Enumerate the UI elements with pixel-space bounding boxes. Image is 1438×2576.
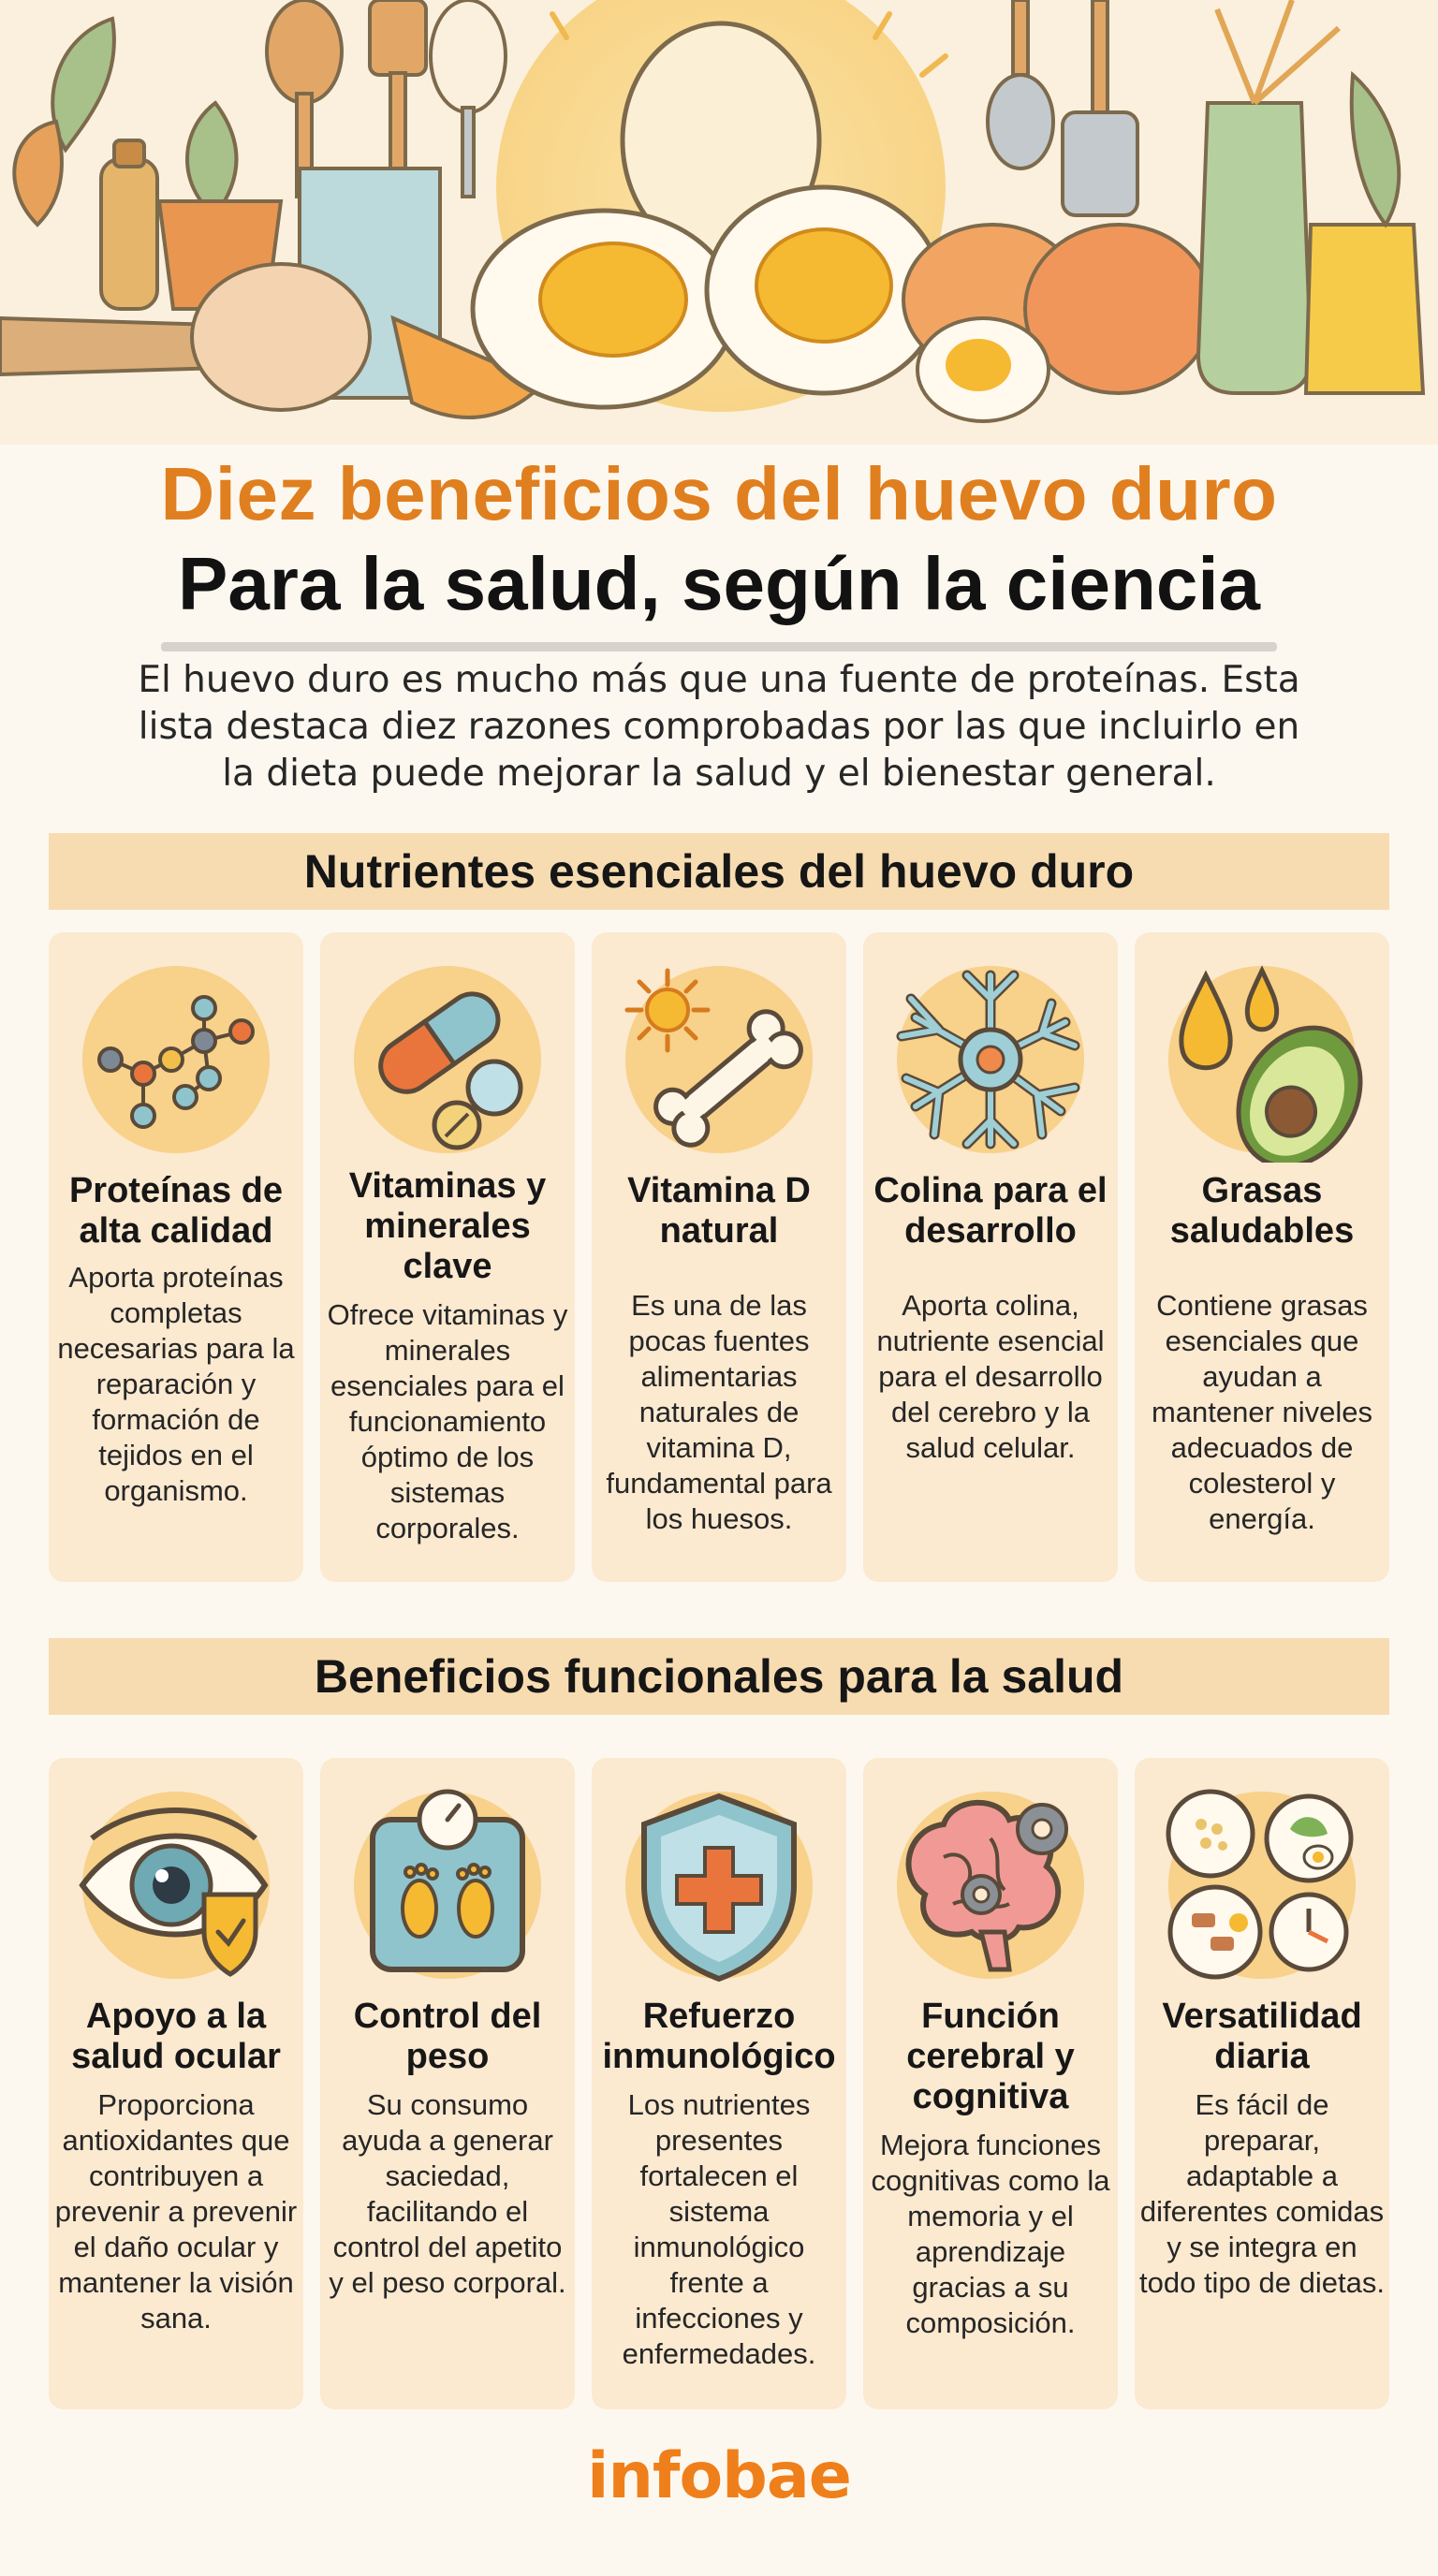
card-colina: Colina para el desarrollo Aporta colina,…: [863, 932, 1118, 1582]
brown-egg-2: [1023, 223, 1214, 395]
pills-icon: [345, 957, 550, 1163]
card-title: Control del peso: [353, 1997, 542, 2076]
card-description: Es una de las pocas fuentes alimentarias…: [606, 1289, 832, 1535]
eye-shield-icon: [73, 1782, 279, 1988]
whole-egg: [190, 262, 372, 412]
section-title-nutrients: Nutrientes esenciales del huevo duro: [49, 833, 1389, 910]
card-description: Contiene grasas esenciales que ayudan a …: [1151, 1289, 1373, 1535]
card-proteinas: Proteínas de alta calidad Aporta proteín…: [49, 932, 303, 1582]
shield-cross-icon: [616, 1782, 822, 1988]
card-description: Aporta proteínas completas necesarias pa…: [57, 1261, 295, 1507]
card-title: Colina para el desarrollo: [873, 1171, 1108, 1251]
card-title: Vitamina D natural: [627, 1171, 811, 1251]
dried-flowers: [1214, 0, 1341, 106]
subtitle: Para la salud, según la ciencia: [177, 542, 1261, 625]
neuron-icon: [888, 957, 1093, 1163]
scale-icon: [345, 1782, 550, 1988]
title-divider: [161, 642, 1277, 651]
card-description: Proporciona antioxidantes que contribuye…: [54, 2088, 298, 2334]
oil-jug: [1303, 223, 1426, 395]
card-title: Versatilidad diaria: [1162, 1997, 1362, 2076]
card-title: Proteínas de alta calidad: [68, 1171, 284, 1251]
card-salud-ocular: Apoyo a la salud ocular Proporciona anti…: [49, 1758, 303, 2409]
card-inmunologico: Refuerzo inmunológico Los nutrientes pre…: [592, 1758, 846, 2409]
card-title: Función cerebral y cognitiva: [906, 1997, 1075, 2116]
card-control-peso: Control del peso Su consumo ayuda a gene…: [320, 1758, 575, 2409]
card-title: Vitaminas y minerales clave: [348, 1166, 547, 1286]
card-vitaminas: Vitaminas y minerales clave Ofrece vitam…: [320, 932, 575, 1582]
green-vase: [1196, 101, 1313, 395]
card-description: Los nutrientes presentes fortalecen el s…: [622, 2088, 816, 2370]
main-title: Diez beneficios del huevo duro: [160, 452, 1278, 535]
card-grasas: Grasas saludables Contiene grasas esenci…: [1135, 932, 1389, 1582]
card-funcion-cerebral: Función cerebral y cognitiva Mejora func…: [863, 1758, 1118, 2409]
oil-avocado-icon: [1159, 957, 1365, 1163]
card-title: Refuerzo inmunológico: [602, 1997, 836, 2076]
brain-gears-icon: [888, 1782, 1093, 1988]
molecule-icon: [73, 957, 279, 1163]
card-description: Su consumo ayuda a generar saciedad, fac…: [329, 2088, 566, 2299]
halved-egg-right: [704, 184, 944, 396]
infobae-logo[interactable]: infobae: [587, 2439, 852, 2513]
card-description: Es fácil de preparar, adaptable a difere…: [1139, 2088, 1385, 2299]
card-vitamina-d: Vitamina D natural Es una de las pocas f…: [592, 932, 846, 1582]
small-halved-egg: [916, 316, 1050, 423]
plates-clock-icon: [1159, 1782, 1365, 1988]
card-title: Apoyo a la salud ocular: [71, 1997, 281, 2076]
card-description: Mejora funciones cognitivas como la memo…: [871, 2129, 1110, 2339]
leaves-left: [12, 16, 239, 227]
sun-bone-icon: [616, 957, 822, 1163]
card-description: Aporta colina, nutriente esencial para e…: [876, 1289, 1105, 1464]
metal-utensils: [986, 0, 1139, 217]
pepper-mill: [99, 139, 159, 311]
hero-illustration: [0, 0, 1438, 445]
halved-egg-left: [470, 208, 738, 410]
title-block: Diez beneficios del huevo duro Para la s…: [0, 449, 1438, 629]
intro-paragraph: El huevo duro es mucho más que una fuent…: [138, 659, 1300, 795]
leaf-right: [1349, 70, 1401, 228]
card-description: Ofrece vitaminas y minerales esenciales …: [327, 1298, 568, 1544]
card-versatilidad: Versatilidad diaria Es fácil de preparar…: [1135, 1758, 1389, 2409]
section-title-benefits: Beneficios funcionales para la salud: [49, 1638, 1389, 1715]
card-title: Grasas saludables: [1169, 1171, 1355, 1251]
